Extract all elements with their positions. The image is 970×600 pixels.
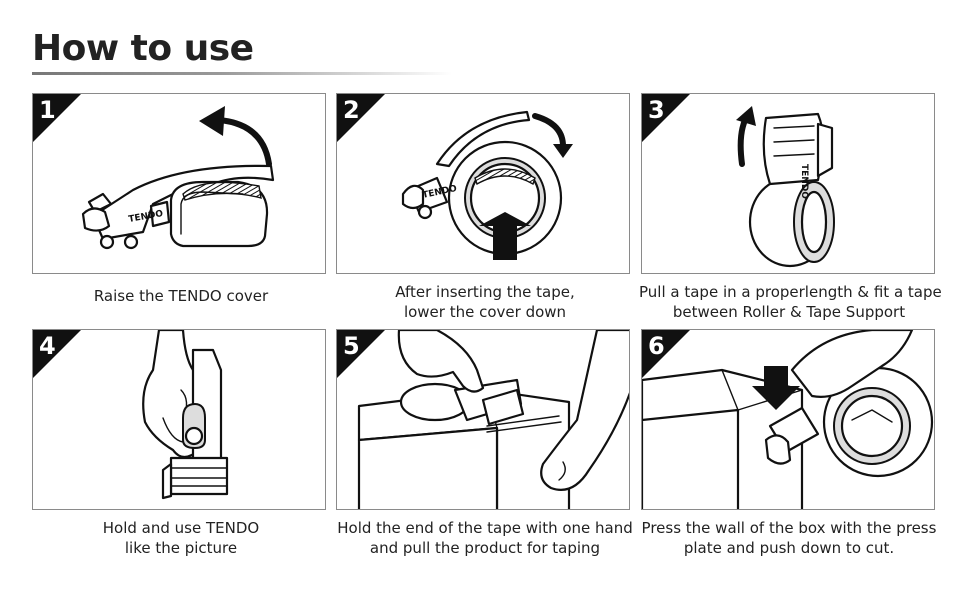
step-2-badge: 2 [337, 94, 385, 142]
step-3-caption-line-2: between Roller & Tape Support [672, 303, 906, 321]
step-5-badge: 5 [337, 330, 385, 378]
step-6-caption-line-1: Press the wall of the box with the press [641, 519, 937, 537]
step-6-caption-line-2: plate and push down to cut. [683, 539, 895, 557]
step-1-badge: 1 [33, 94, 81, 142]
step-5-caption-line-2: and pull the product for taping [369, 539, 601, 557]
step-6-illustration [642, 330, 934, 509]
step-2-panel: TENDO 2 [336, 93, 630, 274]
step-6-panel: 6 [641, 329, 935, 510]
step-4-caption: Hold and use TENDO like the picture [31, 518, 331, 558]
step-2-number: 2 [343, 96, 360, 124]
step-3-caption: Pull a tape in a properlength & fit a ta… [639, 282, 942, 322]
step-3-illustration: TENDO [736, 106, 835, 268]
step-1-caption-line-1: Raise the TENDO cover [93, 287, 269, 305]
step-1-caption: Raise the TENDO cover [31, 286, 331, 306]
step-5-illustration [357, 330, 629, 509]
step-6-caption: Press the wall of the box with the press… [639, 518, 939, 558]
step-2-caption-line-2: lower the cover down [403, 303, 567, 321]
step-3-caption-line-1: Pull a tape in a properlength & fit a ta… [639, 283, 942, 301]
step-5-caption: Hold the end of the tape with one hand a… [335, 518, 635, 558]
step-4-caption-line-1: Hold and use TENDO [102, 519, 260, 537]
step-5-panel: 5 [336, 329, 630, 510]
step-4-badge: 4 [33, 330, 81, 378]
step-3-panel: TENDO 3 [641, 93, 935, 274]
step-1-panel: TENDO 1 [32, 93, 326, 274]
step-6-number: 6 [648, 332, 665, 360]
step-4-caption-line-2: like the picture [124, 539, 238, 557]
step-5-number: 5 [343, 332, 360, 360]
step-1-number: 1 [39, 96, 56, 124]
step-5-caption-line-1: Hold the end of the tape with one hand [337, 519, 633, 537]
step-4-illustration [142, 330, 229, 500]
step-3-brand-mark: TENDO [799, 164, 809, 199]
step-4-panel: 4 [32, 329, 326, 510]
step-3-number: 3 [648, 96, 665, 124]
title-underline [32, 72, 452, 75]
step-2-illustration: TENDO [401, 110, 573, 260]
step-2-caption-line-1: After inserting the tape, [395, 283, 575, 301]
page-title: How to use [32, 28, 254, 69]
step-3-badge: 3 [642, 94, 690, 142]
step-4-number: 4 [39, 332, 56, 360]
step-2-caption: After inserting the tape, lower the cove… [335, 282, 635, 322]
step-6-badge: 6 [642, 330, 690, 378]
step-1-illustration: TENDO [81, 106, 275, 250]
